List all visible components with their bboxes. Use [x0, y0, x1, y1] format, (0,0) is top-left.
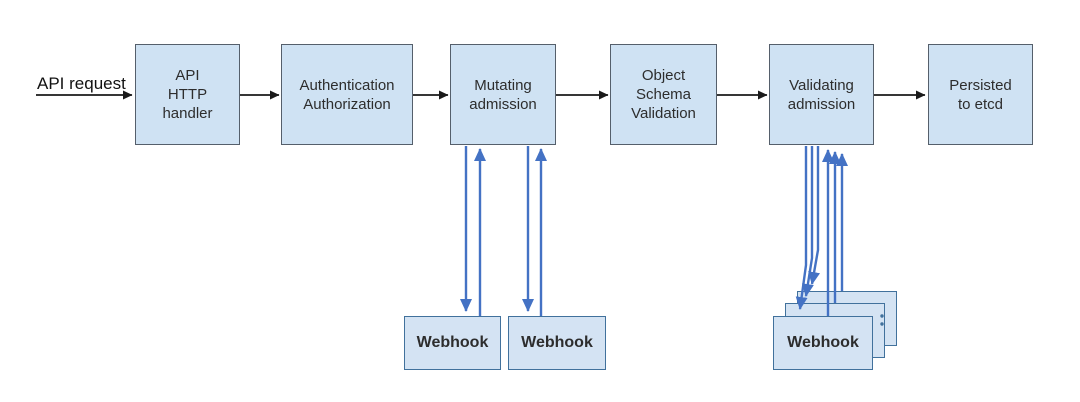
box-persisted-to-etcd: Persisted to etcd: [928, 44, 1033, 145]
box-label-line: Authentication: [299, 76, 395, 94]
box-label-line: Object: [641, 67, 686, 84]
validating-webhook-stack-front: Webhook: [773, 316, 873, 370]
box-label-line: Schema: [635, 86, 692, 103]
webhook-label: Webhook: [416, 334, 489, 351]
box-label-line: HTTP: [167, 86, 208, 103]
webhook-label: Webhook: [521, 334, 593, 351]
box-label-line: admission: [787, 95, 856, 113]
arrow-validating-down-webhook-back: [808, 146, 820, 285]
box-mutating-admission: Mutating admission: [450, 44, 556, 145]
mutating-webhook-2: Webhook: [508, 316, 606, 370]
box-authentication-authorization: Authentication Authorization: [281, 44, 413, 145]
box-label-line: to etcd: [957, 95, 1004, 113]
box-validating-admission: Validating admission: [769, 44, 874, 145]
box-label-line: admission: [469, 95, 537, 113]
api-request-label: API request: [37, 74, 126, 93]
arrow-validating-down-webhook-middle: [801, 146, 814, 297]
box-label-line: handler: [162, 105, 213, 122]
box-label-line: Authorization: [303, 95, 391, 113]
webhook-label: Webhook: [787, 334, 859, 351]
box-label-line: Validating: [789, 76, 854, 94]
box-api-http-handler: API HTTP handler: [135, 44, 240, 145]
box-label-line: Validation: [631, 105, 696, 122]
mutating-webhook-1: Webhook: [404, 316, 501, 370]
box-label-line: Persisted: [949, 76, 1012, 94]
arrow-validating-down-webhook-front: [795, 146, 808, 310]
box-label-line: API: [175, 67, 200, 84]
box-label-line: Mutating: [474, 76, 532, 94]
box-object-schema-validation: Object Schema Validation: [610, 44, 717, 145]
